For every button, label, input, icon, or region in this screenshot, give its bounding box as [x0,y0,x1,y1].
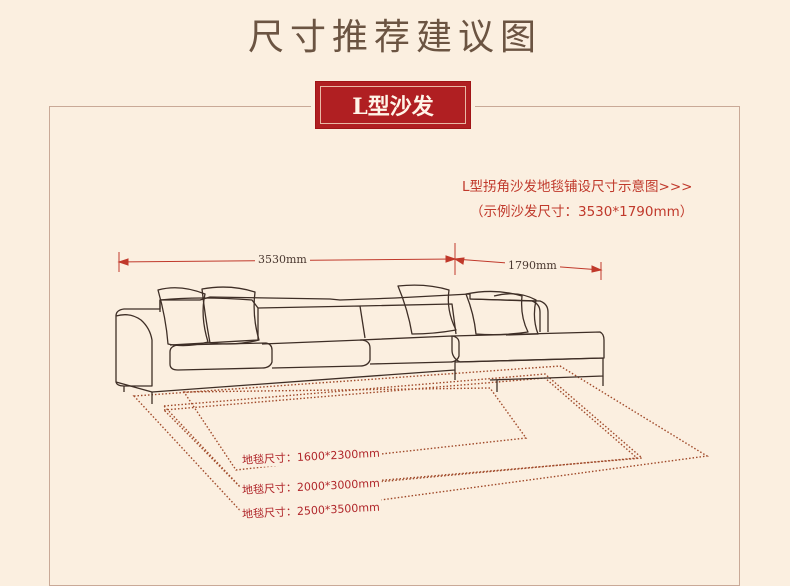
sofa-base [115,357,604,393]
seat-cushion-3 [359,335,460,365]
back-cushion-2 [257,305,366,339]
dim-arrow [117,258,129,266]
throw-pillow-2 [201,286,260,345]
dimension-length-label: 3530mm [255,253,310,266]
rug-outline-small [182,387,528,471]
seat-cushion-2 [261,339,371,369]
page-title: 尺寸推荐建议图 [247,17,542,58]
sofa-left-arm [115,314,153,387]
rug-outline-medium [162,373,644,493]
back-cushion-chaise [469,298,541,332]
seat-cushion-1 [169,342,273,371]
section-badge-label: L型沙发 [320,86,466,124]
sofa-legs [123,370,604,404]
chaise-cushion [451,331,605,363]
diagram-subcaption: （示例沙发尺寸：3530*1790mm） [470,204,694,220]
diagram-caption: L型拐角沙发地毯铺设尺寸示意图>>> [462,179,693,195]
section-badge: L型沙发 [311,77,475,133]
throw-pillow-5 [493,293,539,336]
throw-pillow-3 [397,284,457,335]
rug-outline-medium-inner [162,377,639,495]
dim-arrow [453,257,465,265]
dim-arrow [591,265,603,273]
back-cushion-3 [359,303,457,335]
throw-pillow-4 [465,290,529,336]
dim-arrow [445,255,457,263]
dimension-depth-label: 1790mm [505,259,560,272]
throw-pillow-1 [157,287,209,347]
rug-outline-large [132,365,710,519]
sofa-back [115,293,549,332]
sofa-drawing [115,284,605,404]
